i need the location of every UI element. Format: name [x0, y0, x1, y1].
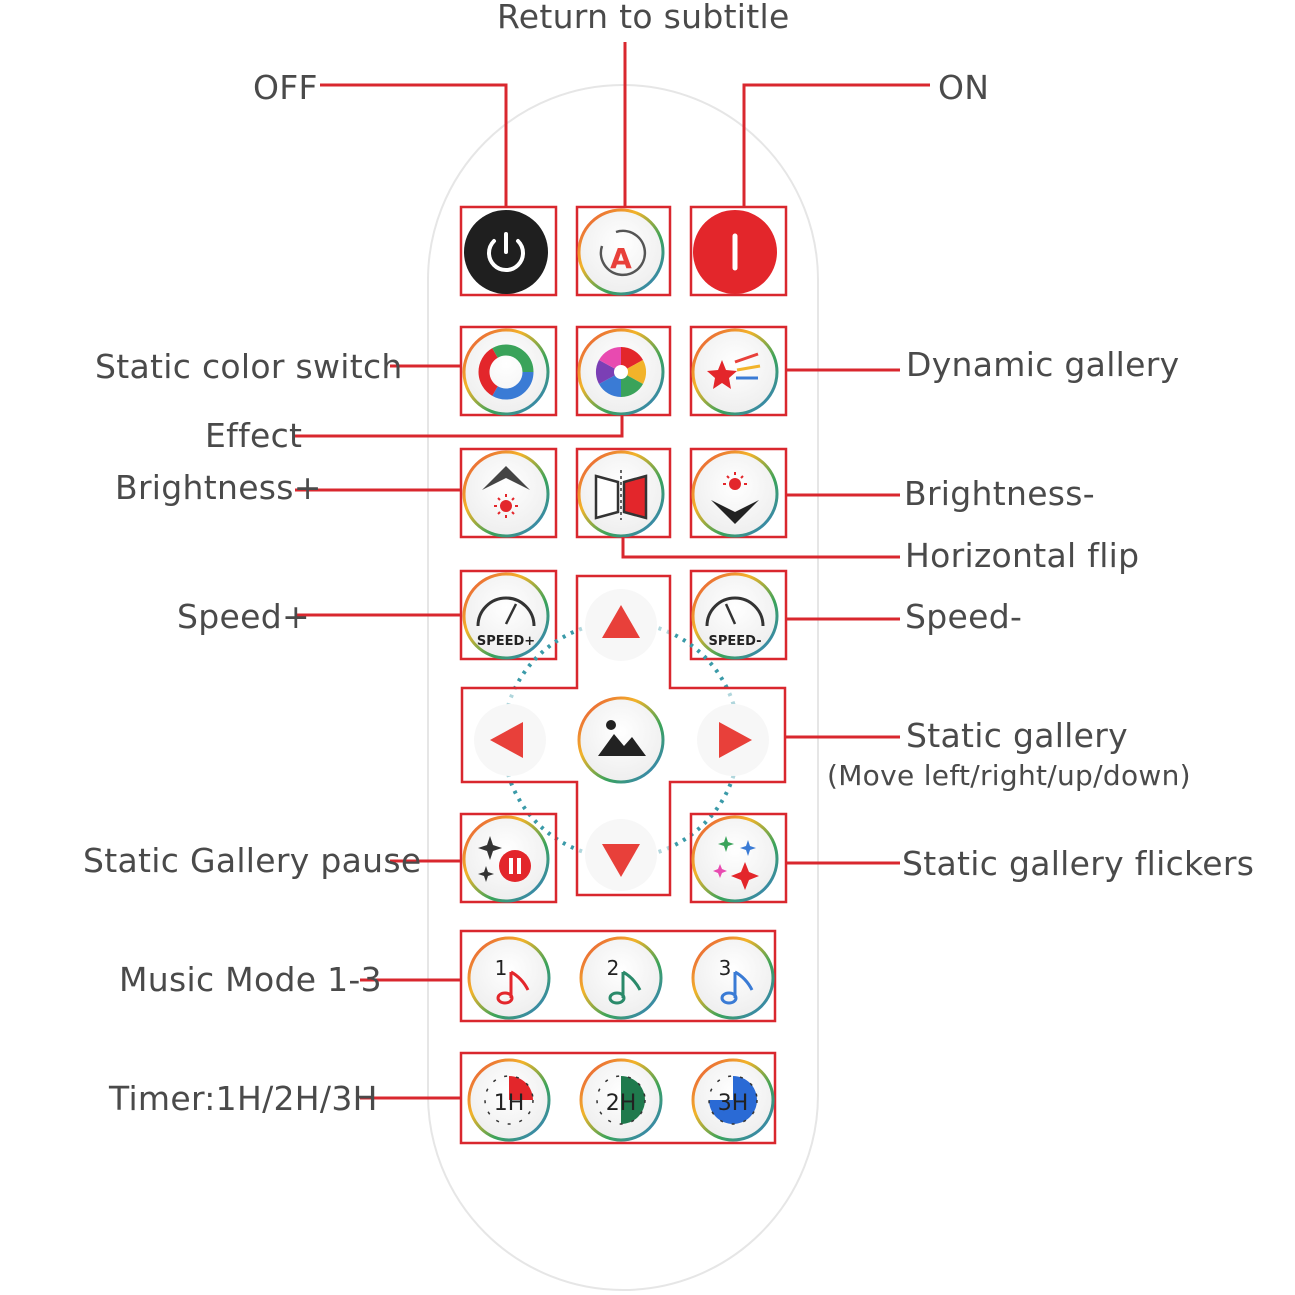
- arrow-up-icon: [602, 605, 640, 638]
- dpad-up-button[interactable]: [585, 589, 657, 661]
- label-return-to-subtitle: Return to subtitle: [497, 0, 790, 36]
- pause-icon: [499, 850, 531, 882]
- speed-minus-button[interactable]: SPEED-: [689, 569, 788, 661]
- timer-1h-text: 1H: [494, 1091, 525, 1116]
- static-color-switch-button[interactable]: [459, 325, 558, 417]
- dpad-right-button[interactable]: [697, 704, 769, 776]
- label-brightness-plus: Brightness+: [115, 468, 322, 507]
- clock-quarter-icon: [509, 1076, 533, 1100]
- speed-minus-text: SPEED-: [708, 634, 761, 649]
- music-mode-1-number: 1: [495, 956, 508, 980]
- arrow-left-icon: [490, 722, 523, 758]
- flip-icon: [594, 470, 648, 520]
- label-music-mode: Music Mode 1-3: [119, 960, 382, 999]
- label-static-gallery-flickers: Static gallery flickers: [902, 844, 1255, 883]
- label-speed-plus: Speed+: [177, 597, 310, 636]
- label-dynamic-gallery: Dynamic gallery: [906, 345, 1180, 384]
- label-off: OFF: [253, 68, 318, 107]
- label-brightness-minus: Brightness-: [904, 474, 1095, 513]
- label-static-gallery: Static gallery: [906, 716, 1128, 755]
- chevron-up-icon: [482, 466, 530, 490]
- color-ring-icon: [478, 344, 534, 400]
- power-icon: [487, 232, 525, 273]
- timer-2h-text: 2H: [606, 1091, 637, 1116]
- timer-2h-button[interactable]: 2H: [579, 1058, 663, 1142]
- music-mode-2-number: 2: [607, 956, 620, 980]
- dpad-left-button[interactable]: [474, 704, 546, 776]
- subtitle-letter-a: A: [610, 242, 632, 275]
- music-mode-3-button[interactable]: 3: [691, 936, 775, 1020]
- return-to-subtitle-button[interactable]: A: [575, 205, 672, 297]
- arrow-down-icon: [602, 844, 640, 877]
- label-timer: Timer:1H/2H/3H: [109, 1079, 378, 1118]
- music-mode-group: [459, 929, 777, 1023]
- on-button[interactable]: [689, 205, 788, 297]
- arrow-right-icon: [719, 722, 752, 758]
- music-mode-2-button[interactable]: 2: [579, 936, 663, 1020]
- sun-icon: [494, 494, 518, 518]
- label-effect: Effect: [205, 416, 303, 455]
- label-on: ON: [938, 68, 990, 107]
- shooting-star-icon: [707, 352, 761, 389]
- brightness-minus-button[interactable]: [689, 447, 788, 539]
- static-gallery-pause-button[interactable]: [459, 812, 558, 904]
- callout-lines: [295, 42, 930, 1100]
- static-gallery-button[interactable]: [577, 696, 665, 784]
- timer-3h-button[interactable]: 3H: [691, 1058, 775, 1142]
- sun-icon: [723, 472, 747, 490]
- dpad-down-button[interactable]: [585, 819, 657, 891]
- clock-half-icon: [621, 1076, 645, 1124]
- music-mode-1-button[interactable]: 1: [467, 936, 551, 1020]
- timer-3h-text: 3H: [718, 1091, 749, 1116]
- label-static-gallery-pause: Static Gallery pause: [83, 841, 422, 880]
- aperture-icon: [595, 346, 647, 398]
- speedometer-icon: [476, 596, 536, 627]
- horizontal-flip-button[interactable]: [575, 447, 672, 539]
- sparkle-icon: [478, 836, 502, 882]
- music-mode-3-number: 3: [719, 956, 732, 980]
- static-gallery-flickers-button[interactable]: [689, 812, 788, 904]
- label-horizontal-flip: Horizontal flip: [905, 536, 1140, 575]
- return-arrow-icon: [599, 229, 647, 277]
- brightness-plus-button[interactable]: [459, 447, 558, 539]
- chevron-down-icon: [711, 500, 759, 524]
- label-static-gallery-move: (Move left/right/up/down): [827, 759, 1191, 792]
- label-static-color-switch: Static color switch: [95, 347, 403, 386]
- mountain-image-icon: [598, 720, 646, 756]
- speed-plus-text: SPEED+: [477, 634, 535, 649]
- label-speed-minus: Speed-: [905, 597, 1023, 636]
- clock-three-quarter-icon: [709, 1076, 757, 1124]
- speedometer-icon: [705, 596, 765, 627]
- sparkles-icon: [713, 836, 759, 890]
- timer-1h-button[interactable]: 1H: [467, 1058, 551, 1142]
- off-button[interactable]: [459, 205, 558, 297]
